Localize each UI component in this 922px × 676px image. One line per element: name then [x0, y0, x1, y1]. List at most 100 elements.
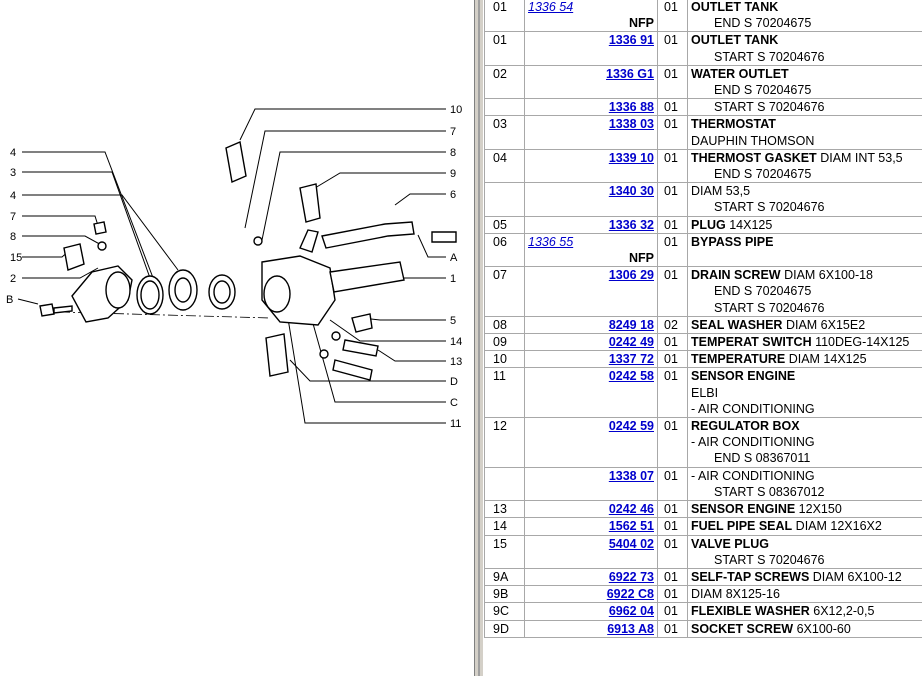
- part-ref-link[interactable]: 1340 30: [608, 184, 654, 199]
- part-name: PLUG: [691, 217, 726, 232]
- part-description: FLEXIBLE WASHER 6X12,2-0,5: [688, 603, 922, 620]
- description-note: START S 08367012: [714, 484, 825, 499]
- part-ref-link[interactable]: 1562 51: [608, 519, 654, 534]
- thermostat-core: [174, 277, 192, 303]
- callout-leader: [314, 172, 446, 189]
- callout-leader: [244, 130, 446, 229]
- description-note: END S 70204675: [714, 16, 812, 31]
- callout-number: A: [450, 252, 458, 264]
- part-name: FUEL PIPE SEAL: [691, 519, 793, 534]
- part-spec: 6X100-60: [796, 621, 851, 636]
- item-number: 04: [485, 149, 524, 183]
- description-first-line: THERMOSTAT: [691, 116, 919, 132]
- quantity: 01: [658, 418, 687, 467]
- part-name: THERMOSTAT: [691, 117, 776, 132]
- part-ref-link[interactable]: 0242 59: [608, 419, 654, 434]
- part-ref-cell: 0242 58: [525, 368, 657, 418]
- callout-leader: [417, 234, 446, 258]
- quantity: 01: [658, 233, 687, 267]
- description-first-line: THERMOST GASKET DIAM INT 53,5: [691, 150, 919, 166]
- quantity: 01: [658, 467, 687, 501]
- flexible-washer: [253, 236, 263, 246]
- callout-leader: [22, 215, 101, 233]
- part-name: SENSOR ENGINE: [691, 369, 796, 384]
- part-description: TEMPERATURE DIAM 14X125: [688, 351, 922, 368]
- description-first-line: TEMPERAT SWITCH 110DEG-14X125: [691, 334, 919, 350]
- description-first-line: SOCKET SCREW 6X100-60: [691, 621, 919, 637]
- outlet-tank-port: [263, 275, 291, 313]
- callout-number: 13: [450, 356, 462, 368]
- part-ref-link[interactable]: 6913 A8: [607, 621, 654, 636]
- callout-leader: [239, 108, 446, 141]
- part-ref-link[interactable]: 6962 04: [608, 604, 654, 619]
- item-number: 06: [485, 233, 524, 267]
- part-ref-link[interactable]: 0242 46: [608, 502, 654, 517]
- quantity: 01: [658, 183, 687, 216]
- description-first-line: SEAL WASHER DIAM 6X15E2: [691, 317, 919, 333]
- part-ref-link[interactable]: 1336 55: [528, 234, 574, 249]
- part-description: SENSOR ENGINE ELBI- AIR CONDITIONING: [688, 368, 922, 418]
- part-ref-link[interactable]: 1338 07: [608, 468, 654, 483]
- quantity: 01: [658, 99, 687, 116]
- valve-plug: [63, 243, 85, 271]
- callout-leader: [261, 151, 446, 241]
- description-first-line: DIAM 53,5: [691, 183, 919, 199]
- part-ref-link[interactable]: 6922 73: [608, 569, 654, 584]
- part-description: TEMPERAT SWITCH 110DEG-14X125: [688, 334, 922, 351]
- part-name: SELF-TAP SCREWS: [691, 569, 810, 584]
- part-spec: DIAM 12X16X2: [795, 519, 882, 534]
- table-row: 1336 88 01 START S 70204676: [485, 99, 922, 116]
- part-ref-cell: 0242 46: [525, 501, 657, 518]
- description-note: START S 70204676: [714, 200, 825, 215]
- part-description: DIAM 8X125-16: [688, 586, 922, 603]
- splitter-bar[interactable]: [474, 0, 484, 676]
- quantity: 01: [658, 568, 687, 586]
- part-ref-link[interactable]: 0242 58: [608, 369, 654, 384]
- callout-number: 15: [10, 252, 22, 264]
- part-ref-link[interactable]: 1306 29: [608, 268, 654, 283]
- description-note: END S 70204675: [714, 83, 812, 98]
- splitter-grip: [478, 0, 480, 676]
- part-description: VALVE PLUG START S 70204676: [688, 535, 922, 568]
- part-ref-link[interactable]: 1336 54: [528, 0, 574, 14]
- item-number: 11: [485, 368, 524, 418]
- description-first-line: WATER OUTLET: [691, 66, 919, 82]
- part-ref-link[interactable]: 1336 G1: [606, 66, 654, 81]
- part-ref-cell: 1338 07: [525, 467, 657, 501]
- part-ref-link[interactable]: 1338 03: [608, 117, 654, 132]
- part-ref-link[interactable]: 1336 91: [608, 33, 654, 48]
- axis-line: [59, 311, 271, 319]
- part-ref-link[interactable]: 1336 88: [608, 100, 654, 115]
- item-number: 14: [485, 518, 524, 535]
- part-ref-link[interactable]: 1337 72: [608, 352, 654, 367]
- part-description: START S 70204676: [688, 99, 922, 116]
- callout-number: 5: [450, 315, 456, 327]
- part-ref-link[interactable]: 6922 C8: [606, 587, 654, 602]
- description-note: - AIR CONDITIONING: [691, 468, 815, 483]
- callout-leader: [361, 317, 446, 321]
- part-ref-link[interactable]: 1336 32: [608, 217, 654, 232]
- part-name: TEMPERATURE: [691, 352, 786, 367]
- description-first-line: OUTLET TANK: [691, 32, 919, 48]
- part-ref-link[interactable]: 5404 02: [608, 536, 654, 551]
- part-ref-link[interactable]: 8249 18: [608, 317, 654, 332]
- part-ref-cell: 1336 88: [525, 99, 657, 116]
- screw-b-shank: [53, 305, 73, 314]
- part-name: FLEXIBLE WASHER: [691, 604, 810, 619]
- part-ref-link[interactable]: 0242 49: [608, 335, 654, 350]
- part-ref-link[interactable]: 1339 10: [608, 150, 654, 165]
- description-first-line: FLEXIBLE WASHER 6X12,2-0,5: [691, 603, 919, 619]
- part-name: OUTLET TANK: [691, 0, 779, 14]
- description-first-line: SENSOR ENGINE: [691, 368, 919, 384]
- nfp-marker: NFP: [629, 251, 654, 266]
- part-ref-cell: 1339 10: [525, 149, 657, 183]
- item-number: [485, 183, 524, 216]
- callout-leader: [22, 235, 106, 248]
- quantity: 01: [658, 216, 687, 233]
- item-number: 9C: [485, 603, 524, 620]
